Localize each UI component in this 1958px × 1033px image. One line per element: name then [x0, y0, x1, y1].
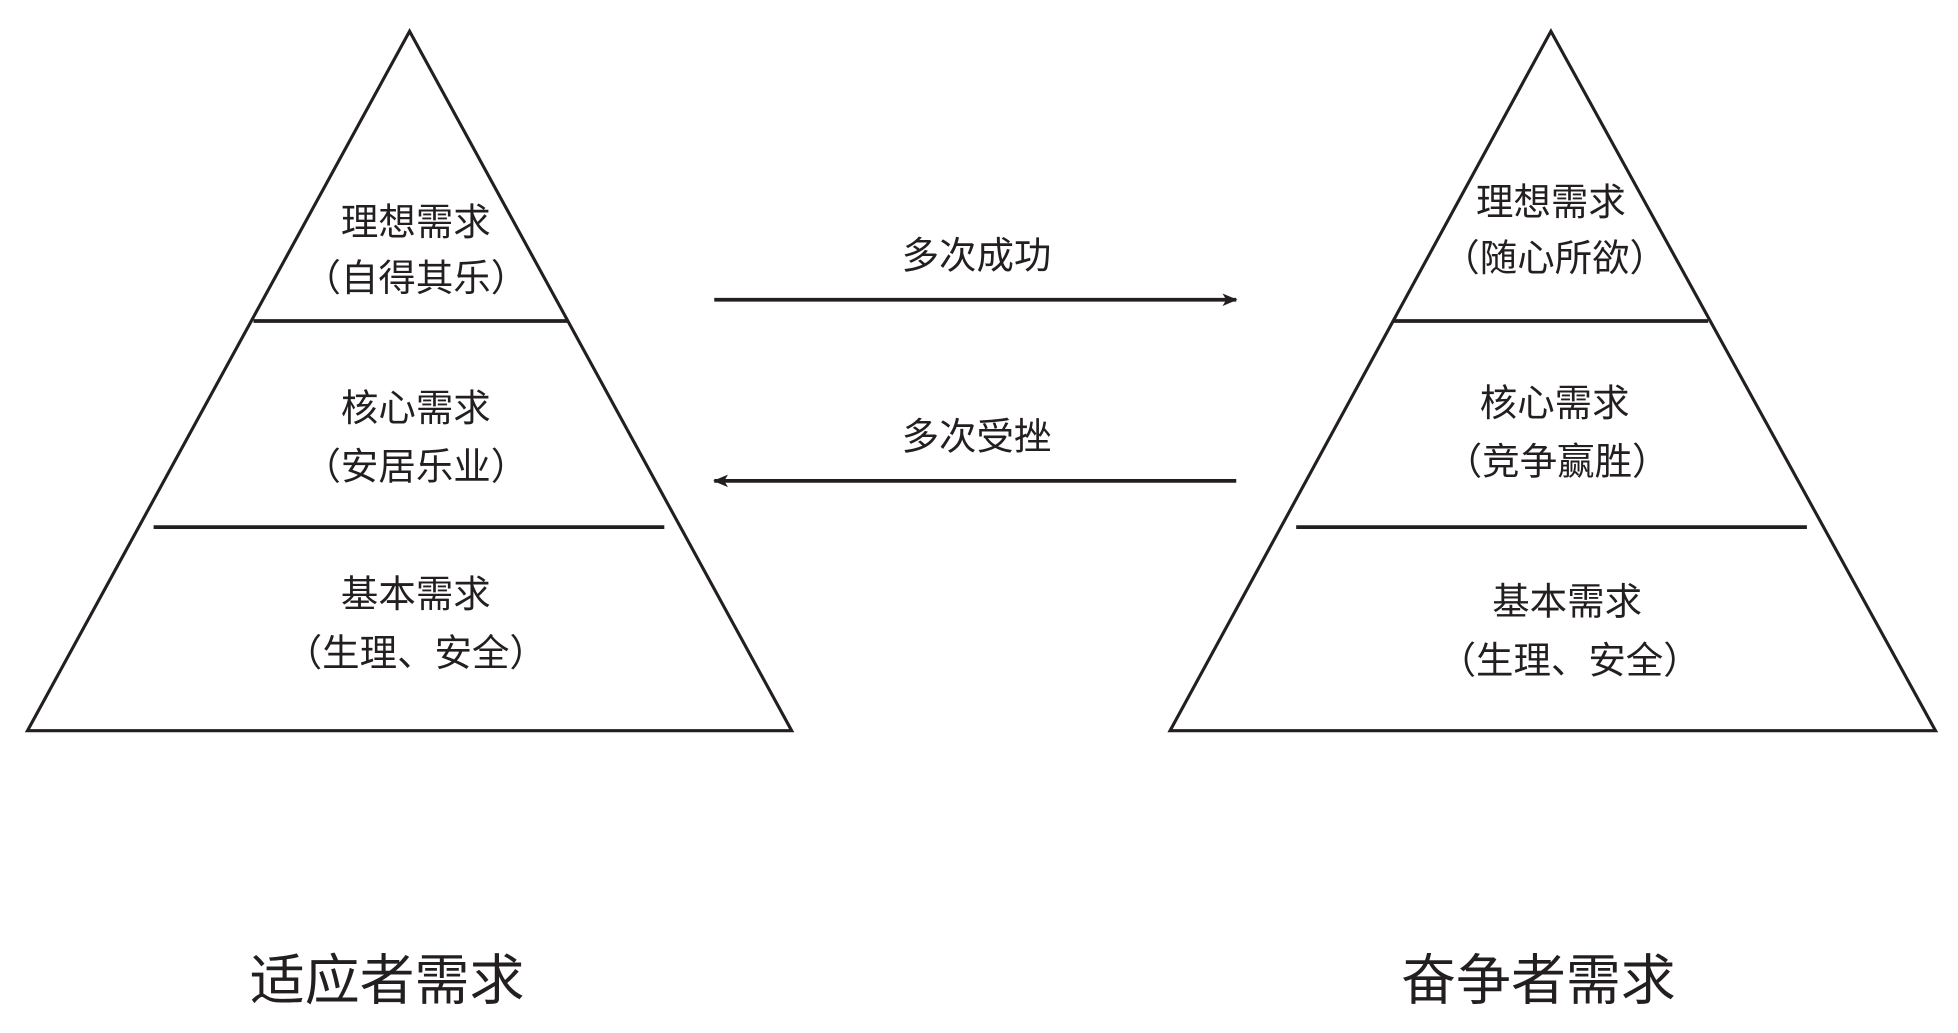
left-level-1-title: 理想需求	[341, 200, 491, 244]
backward-arrow-label: 多次受挫	[902, 415, 1052, 459]
forward-arrow-label: 多次成功	[902, 234, 1052, 278]
left-level-2-detail: （安居乐业）	[303, 445, 528, 489]
right-level-1-detail: （随心所欲）	[1442, 236, 1667, 280]
right-level-2-detail: （竞争赢胜）	[1445, 440, 1670, 484]
right-level-2-title: 核心需求	[1480, 381, 1630, 425]
right-pyramid-outline	[1167, 27, 1939, 733]
left-level-1-detail: （自得其乐）	[303, 256, 528, 300]
left-level-3-title: 基本需求	[341, 572, 491, 616]
left-level-3-detail: （生理、安全）	[285, 631, 547, 675]
left-pyramid-outline	[24, 27, 795, 733]
right-pyramid	[1167, 27, 1939, 733]
right-pyramid-caption: 奋争者需求	[1401, 948, 1676, 1012]
left-pyramid-caption: 适应者需求	[250, 948, 525, 1012]
right-level-3-detail: （生理、安全）	[1439, 638, 1701, 682]
left-pyramid	[24, 27, 795, 733]
right-level-1-title: 理想需求	[1476, 180, 1626, 224]
right-level-3-title: 基本需求	[1492, 580, 1642, 624]
left-level-2-title: 核心需求	[341, 386, 491, 430]
